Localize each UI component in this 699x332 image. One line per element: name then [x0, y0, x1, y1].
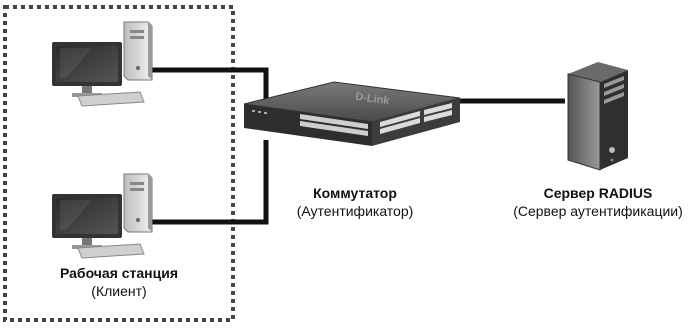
workstation-subtitle: (Клиент)	[91, 283, 147, 299]
desktop-pc-icon	[52, 21, 153, 107]
tower-server-icon	[567, 62, 628, 171]
network-switch-icon: D-Link	[243, 81, 461, 146]
desktop-pc-icon	[52, 173, 153, 259]
network-links	[150, 67, 565, 225]
link-workstation-bottom	[150, 140, 269, 225]
server-title: Сервер RADIUS	[543, 185, 653, 201]
workstation-title: Рабочая станция	[59, 265, 179, 281]
switch-subtitle: (Аутентификатор)	[296, 203, 414, 219]
client-group-border	[3, 5, 235, 322]
switch-label: Коммутатор (Аутентификатор)	[270, 184, 440, 220]
switch-brand-label: D-Link	[355, 91, 391, 108]
workstation-label: Рабочая станция (Клиент)	[20, 264, 218, 300]
server-label: Сервер RADIUS (Сервер аутентификации)	[500, 184, 696, 220]
link-workstation-top	[150, 67, 269, 100]
switch-title: Коммутатор	[313, 185, 397, 201]
server-subtitle: (Сервер аутентификации)	[513, 203, 683, 219]
